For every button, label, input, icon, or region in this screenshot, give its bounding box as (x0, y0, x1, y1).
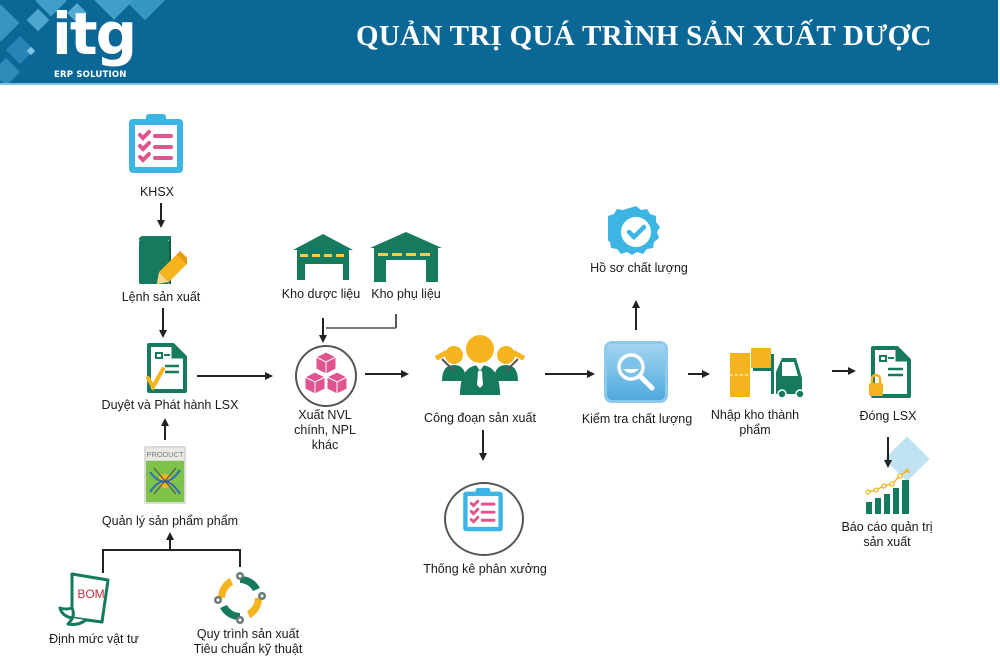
arrow-line (162, 308, 164, 330)
connector-line (395, 314, 397, 328)
arrow-head-down (478, 453, 487, 461)
arrow-head-right (401, 370, 409, 378)
arrow-head-down (158, 330, 167, 338)
arrow-line (887, 437, 889, 461)
node-label-lenh-san-xuat: Lệnh sản xuất (121, 290, 201, 304)
bom-scroll-icon: BOM (58, 572, 110, 626)
boxes-icon (304, 351, 348, 395)
magnifier-icon (617, 353, 655, 391)
arrow-head-right (848, 367, 856, 375)
node-label-ql-san-pham: Quản lý sản phẩm phẩm (101, 514, 239, 528)
node-label-kho-duoc-lieu: Kho dược liệu (281, 287, 361, 301)
arrow-line (482, 430, 484, 453)
arrow-line (832, 370, 848, 372)
book-pencil-icon (139, 236, 187, 285)
warehouse-icon (370, 232, 442, 282)
node-label-quy-trinh: Quy trình sản xuất Tiêu chuẩn kỹ thuật (193, 627, 303, 656)
workers-team-icon (434, 335, 526, 395)
arrow-line (545, 373, 587, 375)
node-label-dong-lsx: Đóng LSX (859, 409, 917, 423)
logo-subtext: ERP SOLUTION (54, 70, 127, 80)
connector-line (102, 549, 240, 551)
document-lock-icon (869, 346, 911, 398)
company-logo: itg ERP SOLUTION (52, 0, 142, 83)
node-label-xuat-nvl: Xuất NVL chính, NPL khác (294, 408, 356, 452)
arrow-head-down (156, 220, 165, 228)
badge-check-icon (608, 206, 660, 255)
connector-line (239, 549, 241, 567)
node-label-nhap-kho: Nhập kho thành phẩm (710, 408, 800, 437)
node-label-thong-ke: Thống kê phân xưởng (423, 562, 547, 576)
arrow-head-up (631, 300, 640, 308)
svg-text:BOM: BOM (77, 587, 104, 601)
clipboard-checklist-icon (463, 488, 503, 532)
arrow-head-right (265, 372, 273, 380)
bar-chart-growth-icon (865, 468, 910, 514)
arrow-line (160, 203, 162, 220)
node-label-ho-so-cl: Hồ sơ chất lượng (590, 261, 688, 275)
arrow-line (169, 538, 171, 550)
forklift-icon (730, 348, 805, 398)
node-label-kiem-tra-cl: Kiểm tra chất lượng (581, 412, 693, 426)
arrow-head-right (587, 370, 595, 378)
connector-line (102, 549, 104, 573)
arrow-line (365, 373, 401, 375)
arrow-line (688, 373, 702, 375)
node-label-bao-cao: Báo cáo quản trị sản xuất (841, 520, 933, 549)
logo-text: itg (52, 0, 137, 68)
arrow-line (164, 424, 166, 440)
connector-line (326, 327, 396, 329)
warehouse-icon (293, 234, 353, 280)
svg-text:PRODUCT: PRODUCT (146, 450, 184, 459)
node-label-duyet-lsx: Duyệt và Phát hành LSX (101, 398, 239, 412)
arrow-line (197, 375, 265, 377)
node-label-kho-phu-lieu: Kho phụ liệu (371, 287, 441, 301)
decor-diamond (0, 4, 20, 42)
page-title: QUẢN TRỊ QUÁ TRÌNH SẢN XUẤT DƯỢC (356, 20, 932, 52)
document-check-icon (146, 343, 187, 393)
arrow-head-up (160, 418, 169, 426)
arrow-head-down (318, 335, 327, 343)
arrow-head-down (883, 460, 892, 468)
arrow-line (322, 318, 324, 336)
clipboard-checklist-icon (129, 114, 183, 173)
node-label-khsx: KHSX (139, 185, 175, 199)
gear-cycle-icon (214, 572, 266, 624)
node-label-dinh-muc: Định mức vật tư (49, 632, 139, 646)
product-box-icon: PRODUCT (144, 446, 186, 504)
arrow-head-right (702, 370, 710, 378)
node-label-cong-doan: Công đoạn sản xuất (424, 411, 536, 425)
arrow-head-up (165, 532, 174, 540)
arrow-line (635, 306, 637, 330)
header-banner: itg ERP SOLUTION QUẢN TRỊ QUÁ TRÌNH SẢN … (0, 0, 998, 85)
